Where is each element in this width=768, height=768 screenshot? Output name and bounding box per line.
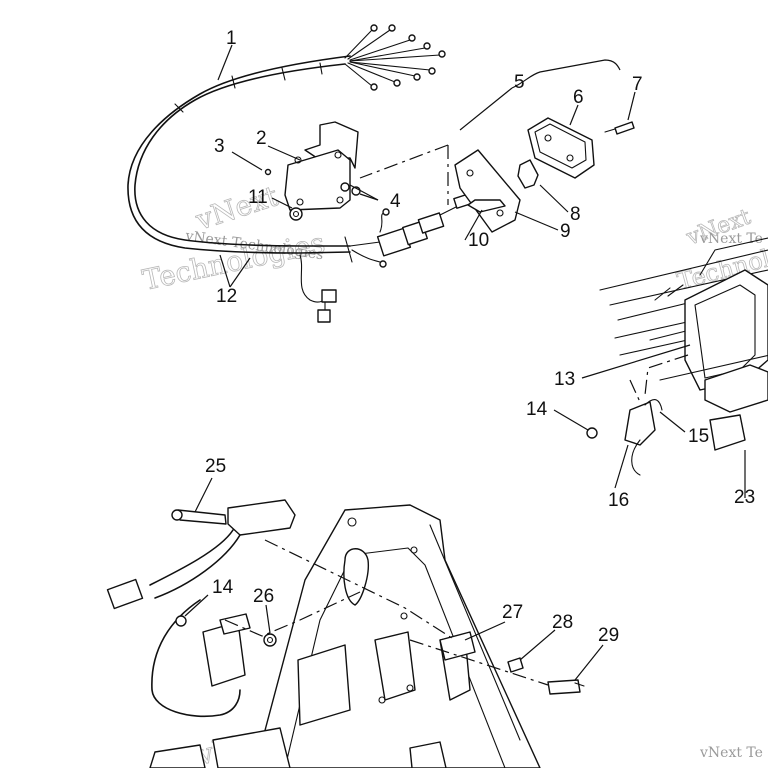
callout-label: 23 <box>734 487 755 508</box>
callout-label: 12 <box>216 286 237 307</box>
callout-label: 26 <box>253 586 274 607</box>
watermark-small-text: vNext Te <box>699 231 763 247</box>
callout-label: 28 <box>552 612 573 633</box>
callout-label: 27 <box>502 602 523 623</box>
callout-label: 13 <box>554 369 575 390</box>
callout-label: 15 <box>688 426 709 447</box>
callout-label: 14 <box>212 577 234 598</box>
callout-label: 2 <box>256 128 267 149</box>
callout-label: 10 <box>468 230 489 251</box>
callout-label: 11 <box>248 187 268 208</box>
callout-label: 4 <box>390 191 401 212</box>
leader-lines <box>184 44 746 681</box>
callout-label: 29 <box>598 625 619 646</box>
watermark-text: vNext <box>191 179 283 237</box>
guide-line <box>359 144 449 179</box>
callout-label: 7 <box>632 74 643 95</box>
callout-label: 8 <box>570 204 581 225</box>
callout-label: 16 <box>608 490 629 511</box>
tail-light-assembly <box>454 117 635 233</box>
callout-label: 9 <box>560 221 571 242</box>
callout-label: 5 <box>514 72 525 93</box>
frame-upper-right <box>586 237 768 476</box>
mounting-panel <box>106 499 585 768</box>
callout-labels: 1 2 3 4 5 6 7 8 9 10 11 12 13 14 15 16 2… <box>205 28 755 646</box>
guide-line <box>629 379 641 403</box>
callout-label: 25 <box>205 456 226 477</box>
callout-label: 3 <box>214 136 225 157</box>
guide-line <box>644 354 689 396</box>
callout-label: 1 <box>226 28 237 49</box>
callout-label: 14 <box>526 399 548 420</box>
wire-harness <box>127 24 473 323</box>
callout-label: 6 <box>573 87 584 108</box>
tail-bracket <box>264 121 361 221</box>
watermark-small-text: vNext Te <box>699 745 763 761</box>
